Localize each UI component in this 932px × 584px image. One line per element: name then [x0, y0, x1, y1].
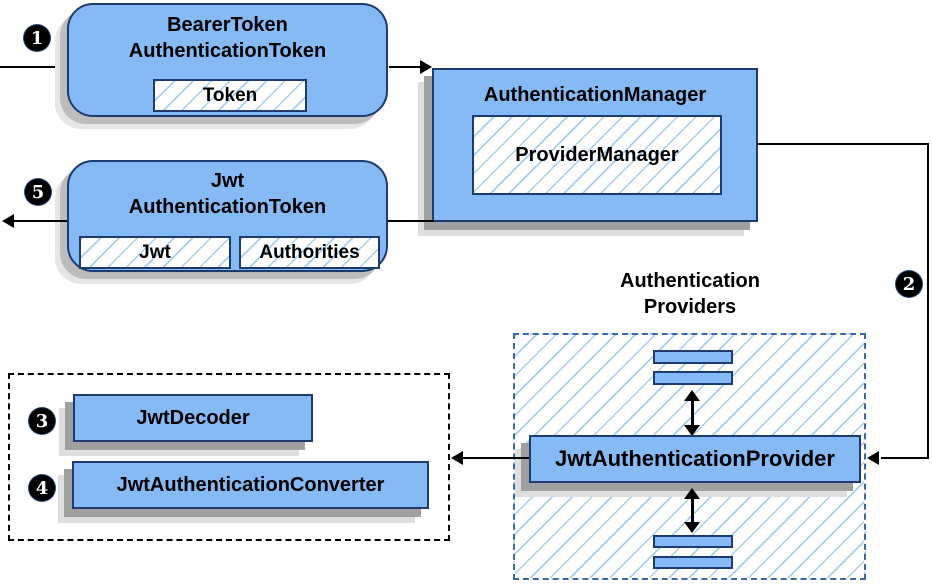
step-2-badge: 2: [896, 271, 922, 297]
jwt-authentication-provider-title: JwtAuthenticationProvider: [555, 446, 835, 471]
bearer-token-authentication-token-node: BearerToken AuthenticationToken Token: [67, 3, 388, 117]
arrowhead-right-icon: [420, 60, 432, 74]
jwt-token-title-line1: Jwt: [210, 170, 245, 192]
decoder-converter-group: 3 JwtDecoder 4 JwtAuthenticationConverte…: [8, 373, 450, 541]
jwt-token-title-line2: AuthenticationToken: [128, 196, 327, 218]
provider-stack-bar: [653, 371, 733, 385]
provider-stack-bar: [653, 556, 733, 569]
token-to-manager-arrow-line: [389, 66, 422, 68]
arrow-stem: [690, 499, 694, 522]
arrow-stem: [690, 401, 694, 425]
provider-to-decoders-arrow-line: [463, 457, 529, 459]
step-1-number: 1: [30, 27, 44, 49]
jwt-authentication-converter-node: JwtAuthenticationConverter: [72, 461, 429, 509]
providers-label-line2: Providers: [643, 296, 737, 318]
arrowhead-left-icon: [867, 451, 879, 465]
step-3-badge: 3: [29, 408, 55, 434]
manager-to-jwt-token-connector: [388, 220, 434, 222]
authentication-providers-label: Authentication Providers: [565, 268, 815, 320]
double-arrow-icon: [684, 488, 700, 533]
manager-to-provider-route-right: [927, 143, 929, 459]
provider-manager-chip: ProviderManager: [472, 115, 722, 195]
provider-stack-bar: [653, 535, 733, 548]
manager-to-provider-route-into: [881, 457, 929, 459]
step-5-number: 5: [31, 181, 45, 203]
step-4-number: 4: [35, 477, 49, 499]
jwt-authentication-converter-title: JwtAuthenticationConverter: [116, 473, 385, 496]
arrowhead-left-icon: [451, 451, 463, 465]
step-5-badge: 5: [25, 179, 51, 205]
provider-stack-bar: [653, 350, 733, 364]
jwt-authentication-provider-node: JwtAuthenticationProvider: [529, 435, 861, 483]
arrowhead-left-icon: [2, 214, 14, 228]
arrowhead-up-icon: [684, 488, 700, 499]
jwt-chip-label: Jwt: [139, 241, 171, 263]
jwt-decoder-node: JwtDecoder: [73, 394, 313, 442]
arrowhead-up-icon: [684, 390, 700, 401]
provider-manager-label: ProviderManager: [515, 143, 679, 166]
bearer-token-title-line2: AuthenticationToken: [128, 40, 327, 62]
authorities-chip-label: Authorities: [259, 241, 360, 263]
incoming-request-line: [0, 66, 67, 68]
arrowhead-down-icon: [684, 522, 700, 533]
jwt-chip: Jwt: [79, 236, 231, 269]
step-3-number: 3: [35, 410, 49, 432]
step-4-badge: 4: [29, 475, 55, 501]
step-1-badge: 1: [24, 25, 50, 51]
arrowhead-down-icon: [684, 425, 700, 436]
outgoing-result-line: [13, 220, 67, 222]
providers-label-line1: Authentication: [620, 270, 760, 292]
step-2-number: 2: [902, 273, 916, 295]
authentication-providers-group: JwtAuthenticationProvider: [513, 333, 866, 580]
token-chip-label: Token: [202, 84, 258, 106]
double-arrow-icon: [684, 390, 700, 436]
jwt-authentication-token-node: Jwt AuthenticationToken Jwt Authorities: [67, 160, 388, 272]
authentication-manager-title: AuthenticationManager: [483, 84, 707, 106]
authentication-manager-node: AuthenticationManager ProviderManager: [432, 68, 758, 222]
manager-to-provider-route-top: [757, 143, 929, 145]
bearer-token-title-line1: BearerToken: [167, 14, 288, 36]
authorities-chip: Authorities: [239, 236, 380, 269]
jwt-decoder-title: JwtDecoder: [136, 406, 250, 429]
token-chip: Token: [153, 79, 307, 112]
